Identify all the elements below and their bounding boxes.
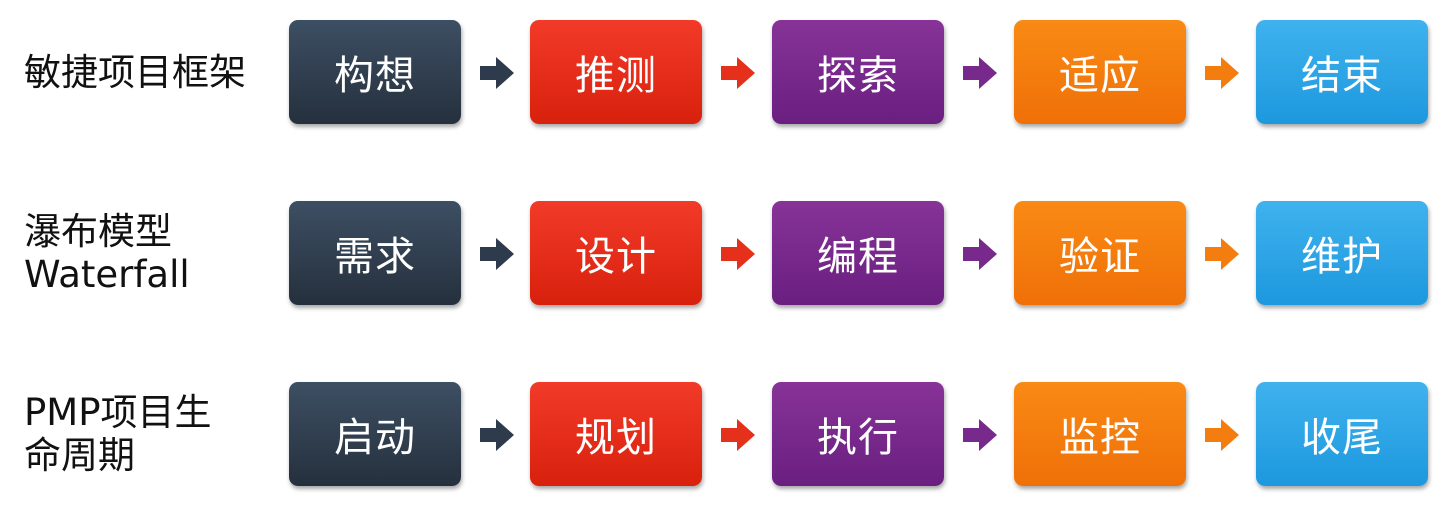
step-box: 验证 [1014,201,1186,305]
arrow-right-icon [480,238,514,270]
arrow-right-icon [721,57,755,89]
row-label: 敏捷项目框架 [24,50,246,94]
arrow-right-icon [721,419,755,451]
lifecycle-row: 敏捷项目框架构想推测探索适应结束 [0,20,1438,124]
step-box: 编程 [772,201,944,305]
arrow-right-icon [480,419,514,451]
arrow-right-icon [963,419,997,451]
step-box: 启动 [289,382,461,486]
row-label: 瀑布模型 Waterfall [24,210,190,296]
step-box: 探索 [772,20,944,124]
step-box: 设计 [530,201,702,305]
arrow-right-icon [1205,238,1239,270]
row-label: PMP项目生 命周期 [24,391,212,477]
arrow-right-icon [963,57,997,89]
arrow-right-icon [1205,419,1239,451]
arrow-right-icon [480,57,514,89]
step-box: 执行 [772,382,944,486]
arrow-right-icon [963,238,997,270]
lifecycle-row: 瀑布模型 Waterfall 需求设计编程验证维护 [0,201,1438,305]
step-box: 结束 [1256,20,1428,124]
lifecycle-row: PMP项目生 命周期启动规划执行监控收尾 [0,382,1438,486]
step-box: 维护 [1256,201,1428,305]
step-box: 适应 [1014,20,1186,124]
step-box: 收尾 [1256,382,1428,486]
step-box: 需求 [289,201,461,305]
step-box: 推测 [530,20,702,124]
step-box: 监控 [1014,382,1186,486]
arrow-right-icon [1205,57,1239,89]
arrow-right-icon [721,238,755,270]
step-box: 规划 [530,382,702,486]
step-box: 构想 [289,20,461,124]
